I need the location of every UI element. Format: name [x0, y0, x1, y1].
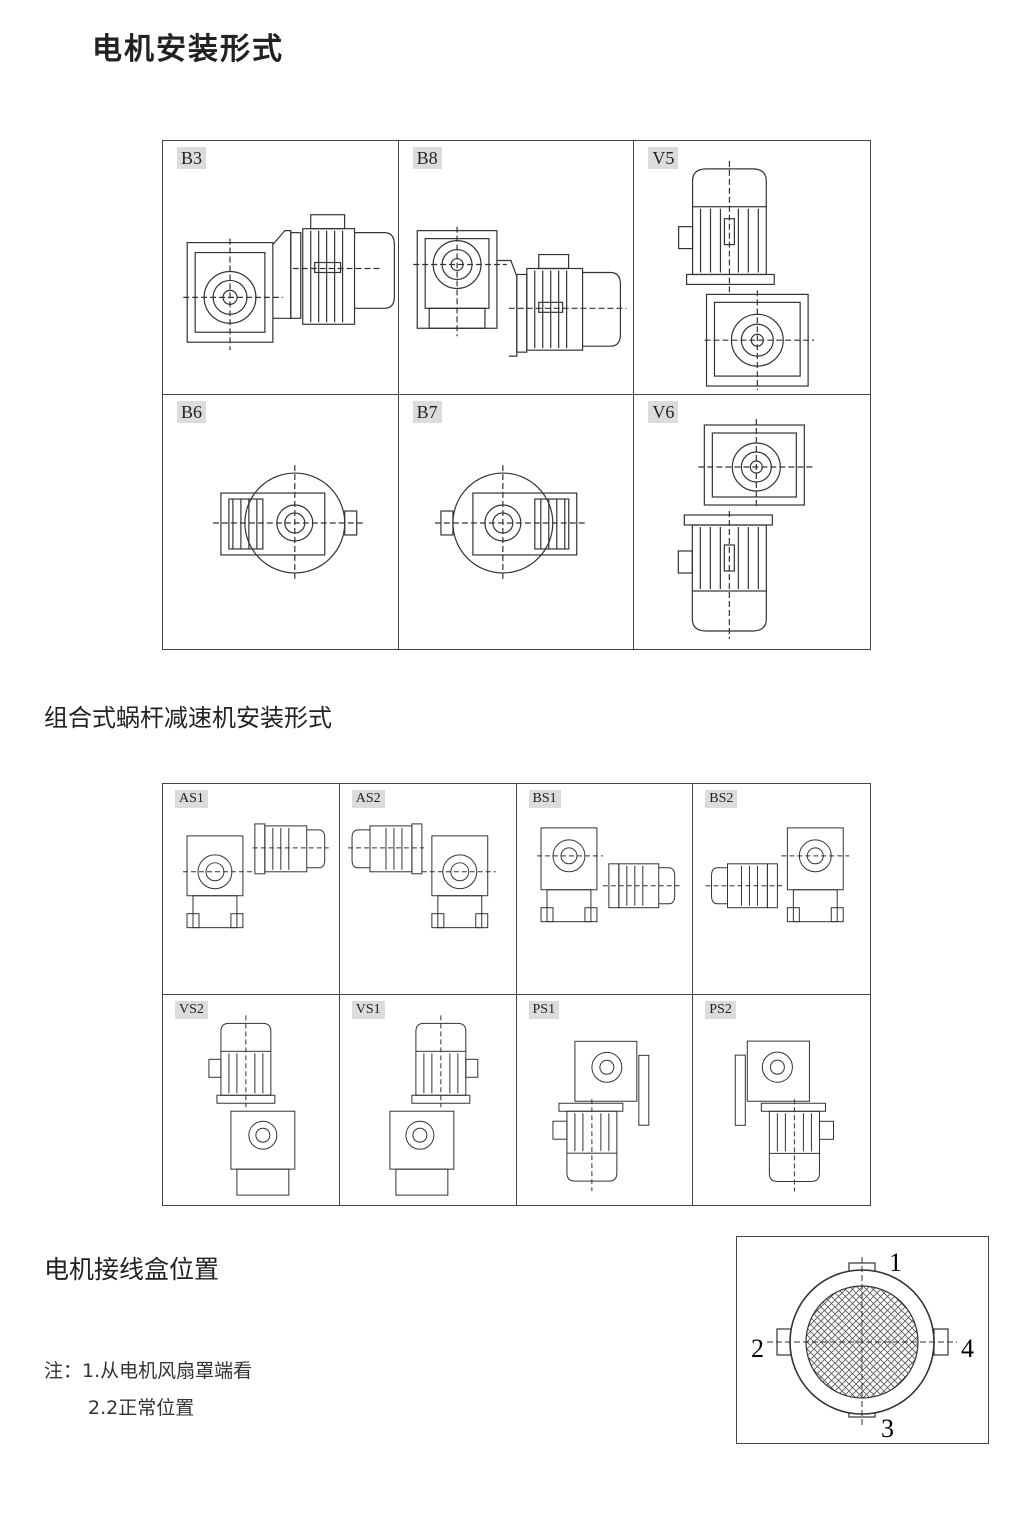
mounting-cell-b7: B7	[399, 395, 635, 649]
motor-mounting-grid: B3 B8	[162, 140, 871, 650]
combined-gearbox-icon	[551, 1040, 649, 1191]
mounting-label: V6	[648, 401, 679, 423]
terminal-position-1: 1	[889, 1248, 902, 1277]
combined-gearbox-icon	[735, 1040, 835, 1191]
mounting-label: B3	[177, 147, 207, 169]
mounting-cell-b3: B3	[163, 141, 399, 395]
gearbox-motor-wall-left-icon	[212, 465, 363, 581]
gearbox-motor-horizontal-icon	[183, 214, 395, 351]
combined-label: VS2	[175, 1000, 208, 1019]
combined-label: AS2	[351, 790, 385, 808]
page-title-motor-mounting: 电机安装形式	[92, 32, 284, 67]
combined-label: VS1	[351, 1000, 385, 1019]
combined-label: BS1	[528, 790, 561, 808]
fan-cover-icon: 1 2 3 4	[751, 1248, 974, 1443]
mounting-cell-b8: B8	[398, 141, 635, 395]
combined-label: BS2	[705, 790, 738, 808]
combined-label: PS1	[528, 1000, 560, 1019]
section-title-combined-mounting: 组合式蜗杆减速机安装形式	[44, 704, 332, 732]
gearbox-motor-inverted-icon	[412, 226, 627, 357]
combined-cell-as1: AS1	[163, 784, 340, 995]
mounting-cell-v5: V5	[634, 141, 870, 395]
combined-gearbox-icon	[389, 1014, 479, 1196]
note-line-2: 2.2正常位置	[88, 1397, 195, 1419]
terminal-box-diagram: 1 2 3 4	[736, 1236, 989, 1444]
mounting-cell-v6: V6	[634, 395, 870, 649]
terminal-position-3: 3	[881, 1414, 894, 1443]
combined-label: PS2	[705, 1000, 736, 1019]
combined-cell-bs2: BS2	[693, 784, 870, 995]
gearbox-motor-vertical-down-icon	[678, 419, 813, 639]
mounting-label: V5	[648, 147, 679, 169]
mounting-label: B8	[412, 147, 442, 169]
combined-gearbox-icon	[183, 823, 329, 929]
combined-cell-vs2: VS2	[163, 994, 340, 1205]
combined-cell-ps2: PS2	[693, 995, 870, 1206]
combined-mounting-grid: AS1 AS2 BS1	[162, 783, 871, 1206]
combined-gearbox-icon	[208, 1014, 296, 1196]
gearbox-motor-wall-right-icon	[434, 465, 585, 581]
mounting-label: B7	[412, 401, 442, 423]
combined-cell-ps1: PS1	[517, 994, 694, 1205]
terminal-position-2: 2	[751, 1334, 764, 1363]
combined-gearbox-icon	[705, 827, 850, 923]
combined-gearbox-icon	[347, 823, 496, 929]
combined-label: AS1	[175, 790, 208, 808]
section-title-terminal-box: 电机接线盒位置	[44, 1255, 220, 1284]
note-line-1: 注：1.从电机风扇罩端看	[44, 1360, 253, 1382]
combined-gearbox-icon	[536, 827, 681, 923]
combined-cell-vs1: VS1	[340, 994, 517, 1205]
combined-cell-as2: AS2	[339, 784, 517, 995]
combined-cell-bs1: BS1	[516, 784, 694, 995]
mounting-label: B6	[177, 401, 207, 423]
gearbox-motor-vertical-up-icon	[678, 160, 815, 391]
mounting-cell-b6: B6	[163, 395, 399, 649]
terminal-position-4: 4	[961, 1334, 974, 1363]
